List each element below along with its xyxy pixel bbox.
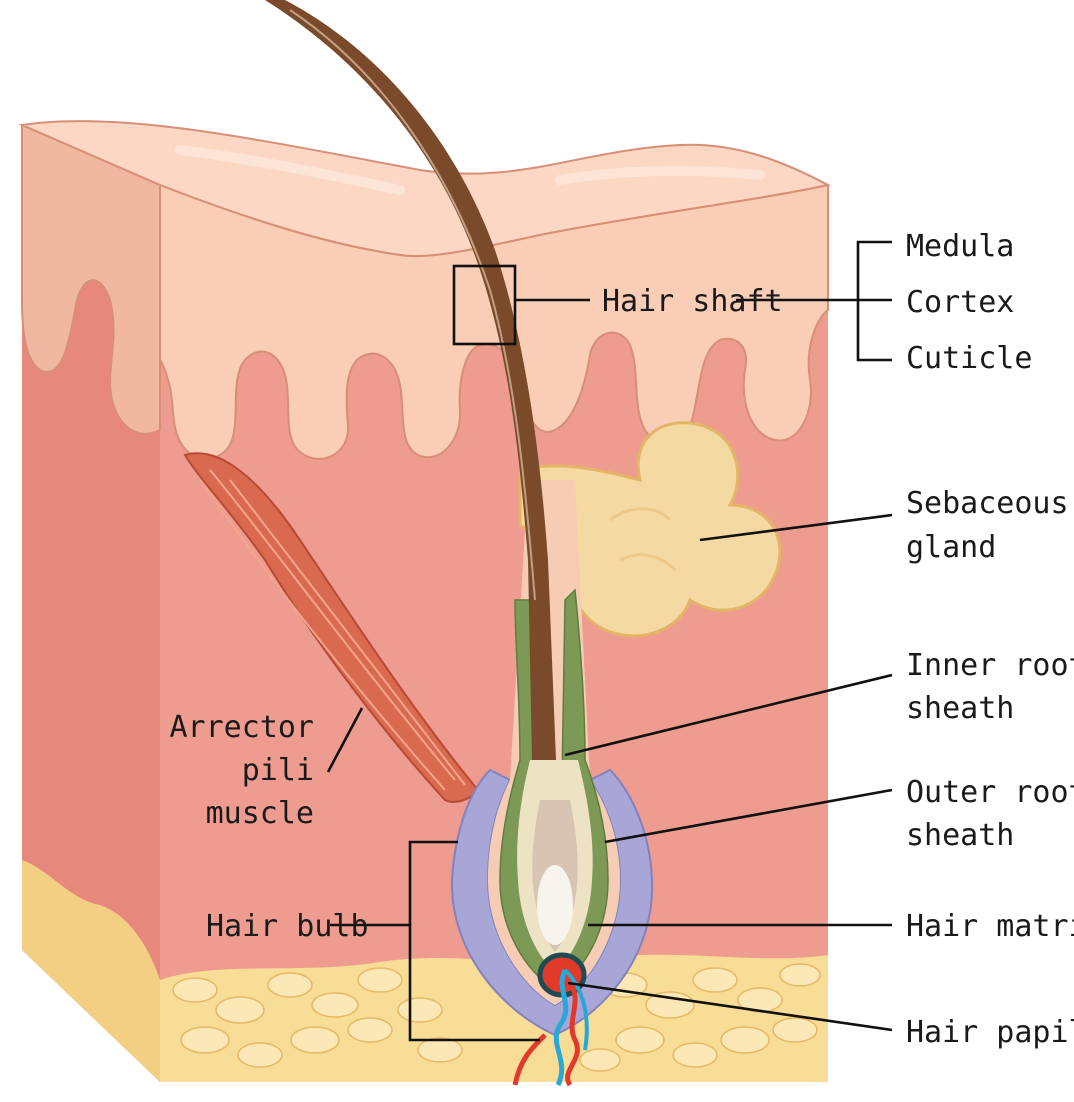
fat-cells bbox=[172, 963, 821, 1072]
label-outer-root-1: Outer root bbox=[906, 775, 1074, 810]
label-hair-matrix: Hair matrix bbox=[906, 909, 1074, 944]
labels: Medula Cortex Cuticle Hair shaft Sebaceo… bbox=[170, 229, 1074, 1050]
vein bbox=[553, 968, 569, 1087]
label-arrector-3: muscle bbox=[206, 796, 314, 831]
epidermis-front bbox=[159, 183, 829, 460]
arrector-pili-muscle bbox=[183, 452, 480, 803]
label-sebaceous-2: gland bbox=[906, 530, 996, 565]
hair-shaft-box bbox=[452, 264, 517, 346]
epidermis-side bbox=[21, 123, 161, 435]
outer-root-sheath-shape bbox=[450, 768, 654, 1037]
label-hair-shaft: Hair shaft bbox=[602, 284, 783, 319]
artery bbox=[565, 978, 580, 1087]
fat-layer-side bbox=[22, 860, 160, 1082]
leader-lines bbox=[326, 240, 893, 1042]
label-medula: Medula bbox=[906, 229, 1014, 264]
label-cuticle: Cuticle bbox=[906, 341, 1032, 376]
label-outer-root-2: sheath bbox=[906, 818, 1014, 853]
hair-shaft bbox=[265, 0, 556, 760]
label-arrector-2: pili bbox=[242, 753, 314, 788]
label-inner-root-2: sheath bbox=[906, 691, 1014, 726]
skin-block bbox=[18, 120, 831, 1082]
label-hair-bulb: Hair bulb bbox=[206, 909, 369, 944]
label-hair-papilla: Hair papilla bbox=[906, 1015, 1074, 1050]
label-arrector-1: Arrector bbox=[170, 710, 315, 745]
label-sebaceous-1: Sebaceous bbox=[906, 486, 1069, 521]
label-inner-root-1: Inner root bbox=[906, 648, 1074, 683]
label-cortex: Cortex bbox=[906, 285, 1014, 320]
